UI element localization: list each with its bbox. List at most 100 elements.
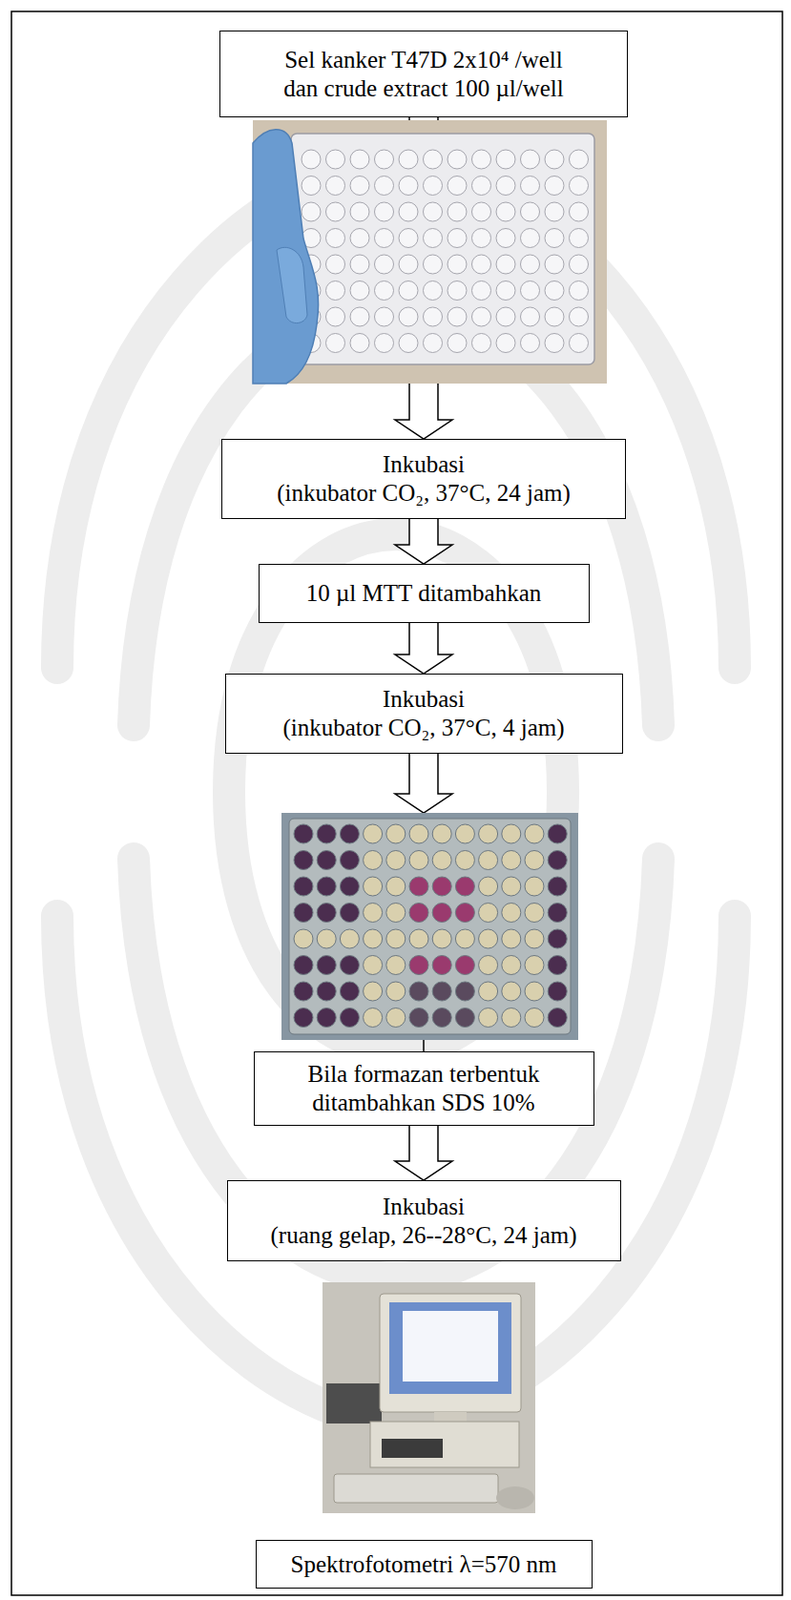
keyboard: [333, 1474, 499, 1503]
well: [423, 176, 443, 196]
well: [455, 876, 475, 896]
well: [398, 176, 418, 196]
well: [501, 876, 521, 896]
watermark-curve: [133, 858, 659, 1279]
well: [316, 956, 336, 976]
well: [423, 149, 443, 169]
well: [455, 929, 475, 949]
monitor-stand: [434, 1412, 467, 1422]
well: [398, 149, 418, 169]
well: [544, 202, 564, 222]
well: [501, 981, 521, 1001]
well: [524, 851, 544, 871]
well: [326, 202, 346, 222]
well: [350, 307, 370, 327]
well: [374, 281, 395, 301]
well: [350, 176, 370, 196]
well: [409, 929, 429, 949]
well: [544, 149, 564, 169]
well: [524, 956, 544, 976]
well: [432, 1008, 452, 1028]
well: [386, 824, 406, 844]
well: [350, 202, 370, 222]
well: [496, 281, 516, 301]
well: [398, 202, 418, 222]
plate: [291, 133, 595, 365]
box-text: Inkubasi: [382, 1192, 465, 1222]
well: [374, 176, 395, 196]
well: [386, 956, 406, 976]
well: [547, 956, 567, 976]
well: [409, 824, 429, 844]
well: [544, 228, 564, 249]
well: [326, 333, 346, 354]
well: [374, 228, 395, 249]
well: [293, 876, 313, 896]
well: [447, 228, 467, 249]
well: [316, 851, 336, 871]
well: [350, 333, 370, 354]
well: [520, 202, 541, 222]
well: [520, 254, 541, 274]
well: [447, 333, 467, 354]
formazan-plate-photo: [281, 812, 579, 1041]
well: [301, 149, 321, 169]
well: [455, 1008, 475, 1028]
well: [386, 981, 406, 1001]
well: [293, 824, 313, 844]
well: [409, 1008, 429, 1028]
well: [326, 228, 346, 249]
well: [478, 1008, 499, 1028]
well: [472, 202, 492, 222]
well: [569, 281, 589, 301]
well: [432, 851, 452, 871]
well: [316, 929, 336, 949]
box-text: Sel kanker T47D 2x10⁴ /well dan crude ex…: [233, 45, 614, 104]
well: [316, 981, 336, 1001]
well: [472, 176, 492, 196]
well: [386, 876, 406, 896]
well: [339, 1008, 359, 1028]
well: [569, 228, 589, 249]
photo-ground: [281, 812, 579, 1041]
process-box: Inkubasi(inkubator CO₂, 37°C, 24 jam): [221, 438, 626, 520]
well: [350, 228, 370, 249]
well: [386, 1008, 406, 1028]
well: [455, 851, 475, 871]
well: [547, 851, 567, 871]
process-box: Spektrofotometri λ=570 nm: [255, 1540, 593, 1589]
well: [386, 903, 406, 923]
block-arrow: [395, 519, 453, 564]
screen-window: [402, 1311, 499, 1382]
monitor: [379, 1293, 521, 1413]
well: [455, 956, 475, 976]
process-box: Bila formazan terbentuk ditambahkan SDS …: [253, 1051, 595, 1126]
well: [569, 149, 589, 169]
well: [544, 281, 564, 301]
well: [496, 176, 516, 196]
box-text: Spektrofotometri λ=570 nm: [291, 1550, 558, 1580]
screen: [389, 1302, 512, 1395]
box-text: (inkubator CO₂, 37°C, 24 jam): [276, 478, 571, 508]
well: [423, 254, 443, 274]
box-text: 10 µl MTT ditambahkan: [306, 579, 542, 608]
well: [501, 956, 521, 976]
well: [547, 929, 567, 949]
well: [544, 307, 564, 327]
well: [478, 876, 499, 896]
well: [520, 307, 541, 327]
well: [423, 333, 443, 354]
well: [326, 176, 346, 196]
reader-body: [370, 1421, 520, 1468]
well: [524, 929, 544, 949]
well: [524, 876, 544, 896]
well: [524, 981, 544, 1001]
well: [496, 228, 516, 249]
well: [478, 824, 499, 844]
well: [316, 824, 336, 844]
well: [339, 981, 359, 1001]
process-box: 10 µl MTT ditambahkan: [258, 563, 590, 624]
hand: [496, 1486, 535, 1510]
well: [423, 228, 443, 249]
